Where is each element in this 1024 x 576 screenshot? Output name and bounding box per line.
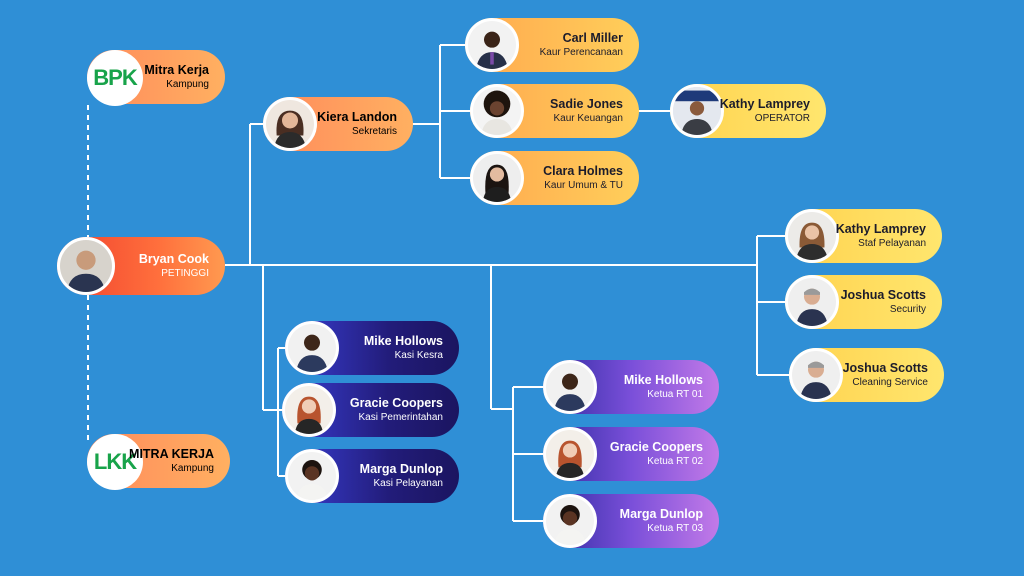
kasi-node: Mike Hollows Kasi Kesra [285, 321, 459, 375]
person-name: Joshua Scotts [842, 361, 928, 375]
person-photo-icon [788, 278, 836, 326]
rt-node: Gracie Coopers Ketua RT 02 [543, 427, 719, 481]
person-name: Carl Miller [562, 31, 623, 45]
person-name: Marga Dunlop [359, 462, 443, 476]
person-name: Bryan Cook [138, 252, 209, 266]
person-name: Sadie Jones [550, 97, 623, 111]
person-avatar [285, 449, 339, 503]
person-role: Kaur Umum & TU [544, 180, 623, 191]
person-name: Kiera Landon [317, 110, 397, 124]
person-photo-icon [285, 386, 333, 434]
person-role: Sekretaris [351, 126, 397, 137]
person-role: Ketua RT 01 [647, 389, 703, 400]
person-name: Joshua Scotts [840, 288, 926, 302]
person-role: OPERATOR [754, 113, 810, 124]
person-role: Staf Pelayanan [858, 238, 926, 249]
person-photo-icon [288, 452, 336, 500]
person-name: Mike Hollows [623, 373, 703, 387]
person-role: Ketua RT 02 [647, 456, 703, 467]
person-photo-icon [288, 324, 336, 372]
person-name: Kathy Lamprey [719, 97, 810, 111]
person-name: Clara Holmes [543, 164, 623, 178]
person-avatar [543, 494, 597, 548]
person-photo-icon [788, 212, 836, 260]
partner-role: Kampung [171, 463, 214, 474]
kasi-node: Marga Dunlop Kasi Pelayanan [285, 449, 459, 503]
person-role: Kaur Keuangan [553, 113, 623, 124]
person-avatar [789, 348, 843, 402]
person-role: Kasi Pemerintahan [358, 412, 444, 423]
person-photo-icon [473, 154, 521, 202]
person-avatar [785, 209, 839, 263]
person-photo-icon [473, 87, 521, 135]
lkk-logo: LKK [87, 434, 143, 490]
staff-node: Joshua Scotts Cleaning Service [789, 348, 944, 402]
person-name: Kathy Lamprey [835, 222, 926, 236]
kaur-node: Carl Miller Kaur Perencanaan [465, 18, 639, 72]
person-name: Gracie Coopers [609, 440, 703, 454]
partner-name: MITRA KERJA [129, 447, 214, 461]
person-photo-icon [546, 430, 594, 478]
person-avatar [57, 237, 115, 295]
person-photo-icon [266, 100, 314, 148]
kaur-node: Sadie Jones Kaur Keuangan [470, 84, 639, 138]
person-role: PETINGGI [161, 268, 209, 279]
person-role: Kasi Kesra [394, 350, 443, 361]
operator-node: Kathy Lamprey OPERATOR [670, 84, 826, 138]
person-role: Kaur Perencanaan [539, 47, 623, 58]
person-avatar [470, 151, 524, 205]
person-name: Marga Dunlop [619, 507, 703, 521]
person-name: Gracie Coopers [349, 396, 443, 410]
person-avatar [470, 84, 524, 138]
kaur-node: Clara Holmes Kaur Umum & TU [470, 151, 639, 205]
person-role: Cleaning Service [852, 377, 928, 388]
person-photo-icon [468, 21, 516, 69]
staff-node: Kathy Lamprey Staf Pelayanan [785, 209, 942, 263]
person-photo-icon [792, 351, 840, 399]
rt-node: Marga Dunlop Ketua RT 03 [543, 494, 719, 548]
person-avatar [670, 84, 724, 138]
person-avatar [785, 275, 839, 329]
person-photo-icon [673, 87, 721, 135]
person-avatar [282, 383, 336, 437]
partner-node-lkk: LKK MITRA KERJA Kampung [87, 434, 230, 490]
person-photo-icon [546, 497, 594, 545]
person-role: Ketua RT 03 [647, 523, 703, 534]
staff-node: Joshua Scotts Security [785, 275, 942, 329]
person-role: Kasi Pelayanan [373, 478, 444, 489]
person-avatar [543, 427, 597, 481]
person-avatar [263, 97, 317, 151]
secretary-node: Kiera Landon Sekretaris [263, 97, 413, 151]
person-avatar [285, 321, 339, 375]
person-avatar [465, 18, 519, 72]
partner-name: Mitra Kerja [144, 63, 209, 77]
person-photo-icon [60, 240, 112, 292]
kasi-node: Gracie Coopers Kasi Pemerintahan [282, 383, 459, 437]
rt-node: Mike Hollows Ketua RT 01 [543, 360, 719, 414]
person-name: Mike Hollows [363, 334, 443, 348]
bpk-logo: BPK [87, 50, 143, 106]
partner-node-bpk: BPK Mitra Kerja Kampung [87, 50, 225, 106]
person-avatar [543, 360, 597, 414]
head-node: Bryan Cook PETINGGI [57, 237, 225, 295]
partner-role: Kampung [166, 79, 209, 90]
person-photo-icon [546, 363, 594, 411]
person-role: Security [889, 304, 926, 315]
